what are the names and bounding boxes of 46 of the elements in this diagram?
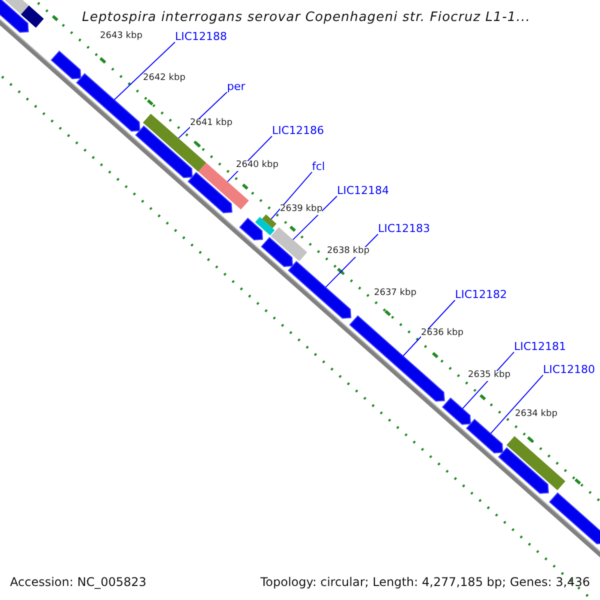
gene-feature	[4, 0, 30, 16]
tick-label: 2639 kbp	[280, 205, 322, 215]
tick-label: 2635 kbp	[468, 371, 510, 381]
gene-feature	[262, 214, 276, 228]
tick-label: 2634 kbp	[515, 410, 558, 420]
gene-feature	[442, 397, 472, 425]
leader-line	[402, 300, 456, 356]
leader-line	[270, 172, 312, 220]
gene-label: LIC12181	[514, 341, 566, 354]
gene-label: LIC12180	[543, 364, 596, 376]
accession-text: Accession: NC_005823	[10, 576, 146, 590]
tick-label: 2641 kbp	[190, 119, 232, 129]
gene-feature	[270, 227, 308, 262]
gene-feature	[0, 0, 29, 33]
tick-label: 2640 kbp	[236, 161, 278, 171]
tick-label: 2642 kbp	[143, 74, 186, 84]
gene-feature	[288, 260, 352, 319]
gene-label: fcl	[312, 161, 325, 174]
gene-feature	[506, 436, 566, 490]
gene-label: LIC12182	[455, 289, 508, 302]
gene-feature	[50, 50, 82, 80]
leader-line	[490, 374, 544, 434]
leader-line	[114, 42, 176, 100]
gene-feature	[466, 418, 504, 454]
tick-label: 2643 kbp	[100, 32, 142, 42]
gene-label: LIC12188	[175, 31, 228, 44]
title: Leptospira interrogans serovar Copenhageni str. Fiocruz L1-1...	[82, 11, 530, 26]
gene-label: LIC12184	[337, 185, 390, 198]
gene-feature	[239, 218, 264, 240]
gene-feature	[135, 125, 193, 178]
tick-label: 2638 kbp	[327, 247, 370, 257]
tick-label: 2637 kbp	[374, 289, 416, 299]
gene-feature	[76, 73, 140, 132]
gene-feature	[349, 315, 445, 402]
gene-label: LIC12183	[378, 223, 430, 236]
leader-line	[292, 196, 338, 240]
gene-label: per	[227, 81, 246, 94]
gene-feature	[260, 236, 294, 268]
gene-feature	[20, 6, 44, 28]
tick-label: 2636 kbp	[421, 329, 464, 339]
gene-feature	[498, 447, 549, 494]
gene-feature	[548, 492, 600, 544]
gene-label: LIC12186	[272, 125, 324, 138]
genome-info-text: Topology: circular; Length: 4,277,185 bp; Genes: 3,436	[260, 576, 590, 590]
gene-feature	[255, 216, 275, 236]
gene-feature	[188, 172, 232, 214]
